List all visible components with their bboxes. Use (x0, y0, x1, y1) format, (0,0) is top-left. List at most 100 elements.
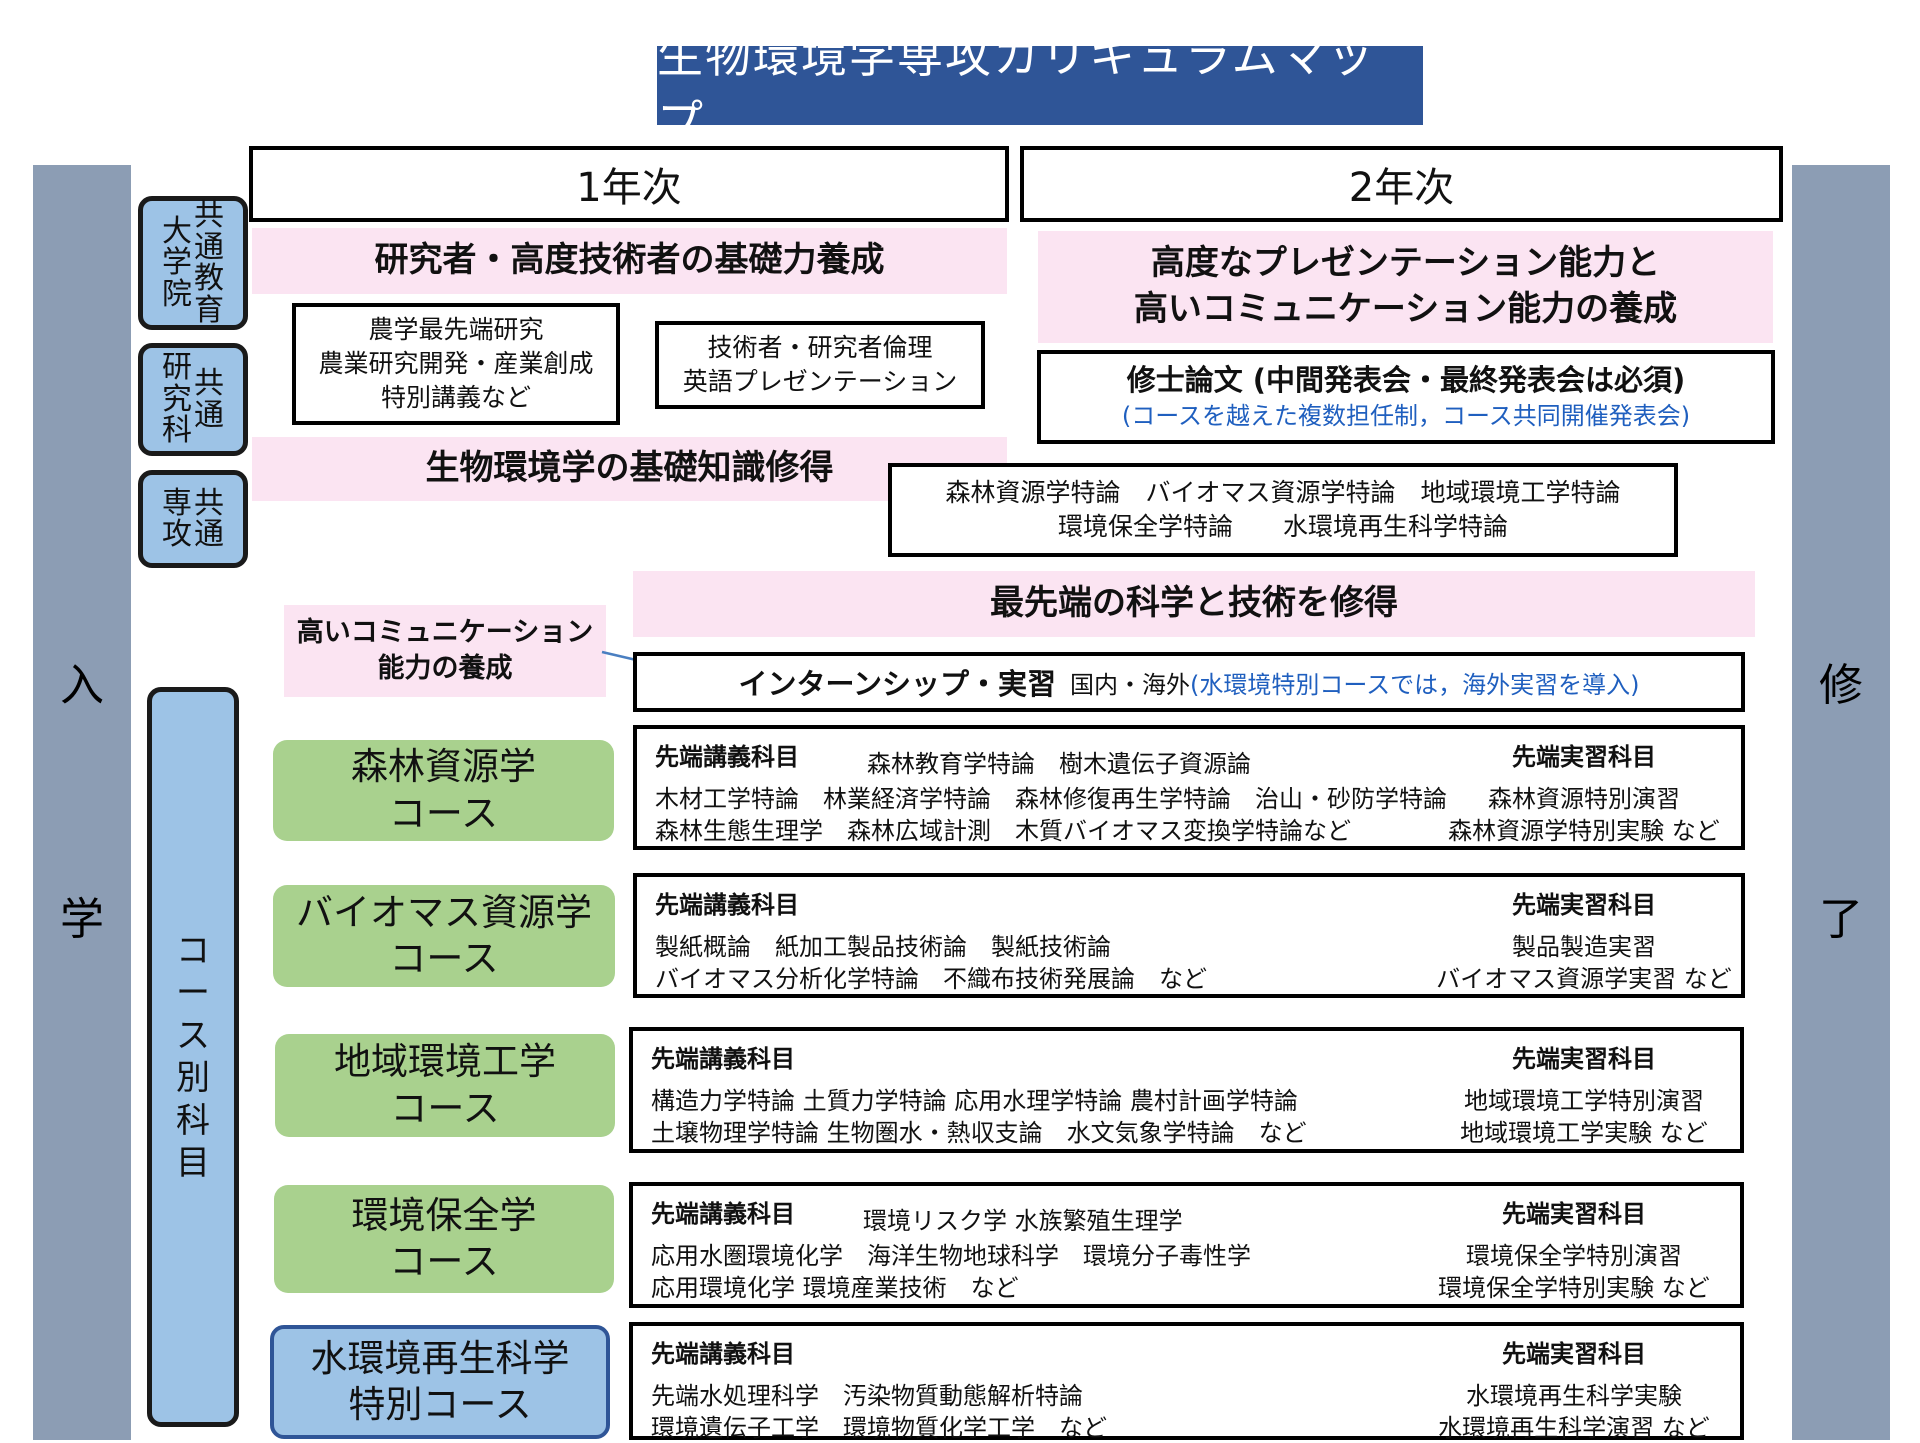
course-label: 森林資源学コース (273, 740, 614, 841)
ethics-box: 技術者・研究者倫理 英語プレゼンテーション (655, 321, 985, 409)
vertical-char: 専 (162, 485, 192, 521)
advanced-research-box: 農学最先端研究 農業研究開発・産業創成 特別講義など (292, 303, 620, 425)
vertical-char: コ (176, 930, 210, 971)
course-label: 水環境再生科学特別コース (270, 1325, 610, 1439)
course-label: バイオマス資源学コース (273, 885, 615, 987)
course-name-line: コース (390, 1086, 500, 1130)
special-topics-line-1: 森林資源学特論 バイオマス資源学特論 地域環境工学特論 (945, 478, 1621, 508)
practice-line: 水環境再生科学実験 (1466, 1382, 1682, 1410)
lecture-line: バイオマス分析化学特論 不織布技術発展論 など (655, 965, 1207, 993)
internship-note: (水環境特別コースでは，海外実習を導入) (1190, 670, 1640, 699)
vertical-char: 学 (162, 245, 192, 281)
label-major-common-col2: 専攻 (162, 485, 192, 552)
practice-line: バイオマス資源学実習 など (1436, 965, 1732, 993)
practice-line: 地域環境工学実験 など (1460, 1119, 1708, 1147)
label-graduate-common: 共通教育 大学院 (138, 196, 248, 330)
label-graduate-common-col2: 大学院 (162, 216, 192, 311)
advanced-research-line-3: 特別講義など (380, 382, 531, 412)
lecture-heading: 先端講義科目 (655, 891, 799, 919)
vertical-char: 通 (194, 229, 224, 265)
year2-header: 2年次 (1020, 146, 1783, 222)
vertical-char: ー (176, 973, 210, 1013)
page-title: 生物環境学専攻カリキュラムマップ (657, 29, 1423, 149)
practice-line: 森林資源特別演習 (1488, 785, 1680, 813)
course-name-line: コース (389, 937, 499, 980)
label-faculty-common-col2: 研究科 (162, 352, 192, 447)
advanced-research-line-1: 農学最先端研究 (368, 315, 544, 345)
internship-scope-note: 国内・海外(水環境特別コースでは，海外実習を導入) (1070, 665, 1640, 700)
advanced-research-line-2: 農業研究開発・産業創成 (318, 349, 594, 379)
label-course-subjects-col: コース別科目 (176, 930, 210, 1185)
vertical-char: ス (176, 1015, 210, 1056)
lecture-line: 先端水処理科学 汚染物質動態解析特論 (651, 1382, 1083, 1410)
enrollment-bar: 入 学 (33, 165, 131, 1440)
vertical-char: 共 (194, 198, 224, 233)
communication-line-2: 能力の養成 (377, 653, 513, 684)
practice-line: 環境保全学特別実験 など (1438, 1274, 1710, 1302)
vertical-char: 共 (194, 485, 224, 521)
presentation-heading-line-1: 高度なプレゼンテーション能力と (1150, 243, 1661, 284)
practice-line: 地域環境工学特別演習 (1464, 1087, 1704, 1115)
vertical-char: 共 (194, 366, 224, 401)
enrollment-char-2: 学 (60, 893, 104, 945)
lecture-line: 土壌物理学特論 生物圏水・熱収支論 水文気象学特論 など (651, 1119, 1307, 1147)
practice-line: 環境保全学特別演習 (1466, 1242, 1682, 1270)
special-topics-line-2: 環境保全学特論 水環境再生科学特論 (1057, 512, 1508, 541)
completion-char-2: 了 (1819, 893, 1863, 945)
vertical-char: 究 (162, 381, 192, 417)
lecture-line: 製紙概論 紙加工製品技術論 製紙技術論 (655, 933, 1111, 961)
lecture-line: 環境遺伝子工学 環境物質化学工学 など (651, 1414, 1107, 1442)
course-subjects-box: 先端講義科目製紙概論 紙加工製品技術論 製紙技術論バイオマス分析化学特論 不織布… (633, 873, 1745, 998)
ethics-line-2: 英語プレゼンテーション (682, 367, 958, 396)
practice-heading: 先端実習科目 (1512, 891, 1656, 919)
label-major-common: 共通 専攻 (138, 470, 248, 568)
vertical-char: 通 (194, 517, 224, 552)
internship-scope: 国内・海外 (1070, 670, 1191, 699)
presentation-heading-line-2: 高いコミュニケーション能力の養成 (1133, 289, 1678, 329)
vertical-char: 大 (162, 213, 192, 249)
course-name-line: 地域環境工学 (334, 1040, 556, 1084)
course-name-line: コース (389, 1240, 499, 1283)
vertical-char: 教 (194, 261, 224, 296)
vertical-char: 院 (162, 276, 192, 312)
foundation-heading: 研究者・高度技術者の基礎力養成 (252, 228, 1007, 294)
course-subjects-box: 先端講義科目構造力学特論 土質力学特論 応用水理学特論 農村計画学特論土壌物理学… (629, 1027, 1744, 1153)
lecture-line: 応用環境化学 環境産業技術 など (651, 1274, 1019, 1302)
practice-line: 森林資源学特別実験 など (1448, 817, 1720, 845)
course-subjects-box: 先端講義科目森林教育学特論 樹木遺伝子資源論木材工学特論 林業経済学特論 森林修… (633, 725, 1745, 850)
practice-heading: 先端実習科目 (1502, 1340, 1646, 1368)
course-subjects-box: 先端講義科目環境リスク学 水族繁殖生理学応用水圏環境化学 海洋生物地球科学 環境… (629, 1182, 1744, 1308)
vertical-char: 別 (176, 1058, 210, 1098)
vertical-char: 通 (194, 397, 224, 433)
practice-line: 水環境再生科学演習 など (1438, 1414, 1710, 1442)
course-name-line: バイオマス資源学 (296, 890, 592, 934)
label-major-common-col1: 共通 (194, 485, 224, 552)
lecture-line: 森林生態生理学 森林広域計測 木質バイオマス変換学特論など (655, 817, 1351, 845)
course-label: 地域環境工学コース (275, 1034, 615, 1137)
internship-title: インターンシップ・実習 (738, 667, 1057, 701)
label-faculty-common: 共通 研究科 (138, 343, 248, 456)
communication-label: 高いコミュニケーション 能力の養成 (284, 605, 606, 697)
thesis-box: 修士論文 (中間発表会・最終発表会は必須) (コースを越えた複数担任制，コース共… (1037, 350, 1775, 444)
lecture-heading: 先端講義科目 (651, 1045, 795, 1073)
special-topics-box: 森林資源学特論 バイオマス資源学特論 地域環境工学特論 環境保全学特論 水環境再… (888, 463, 1678, 557)
label-faculty-common-col1: 共通 (194, 368, 224, 431)
knowledge-heading: 生物環境学の基礎知識修得 (252, 437, 1007, 501)
lecture-inline: 環境リスク学 水族繁殖生理学 (863, 1207, 1183, 1235)
communication-line-1: 高いコミュニケーション (296, 616, 594, 648)
vertical-char: 科 (162, 413, 192, 449)
vertical-char: 攻 (162, 517, 192, 552)
ethics-line-1: 技術者・研究者倫理 (707, 333, 933, 363)
lecture-line: 木材工学特論 林業経済学特論 森林修復再生学特論 治山・砂防学特論 (655, 785, 1447, 813)
vertical-char: 科 (176, 1100, 210, 1141)
course-label: 環境保全学コース (274, 1185, 614, 1293)
vertical-char: 目 (176, 1143, 210, 1183)
course-name-line: 特別コース (348, 1383, 532, 1426)
completion-bar: 修 了 (1792, 165, 1890, 1440)
label-graduate-common-col1: 共通教育 (194, 200, 224, 326)
practice-heading: 先端実習科目 (1512, 743, 1656, 771)
enrollment-char-1: 入 (60, 659, 104, 711)
year1-header: 1年次 (249, 146, 1009, 222)
lecture-heading: 先端講義科目 (655, 743, 799, 771)
course-name-line: 森林資源学 (351, 745, 536, 789)
